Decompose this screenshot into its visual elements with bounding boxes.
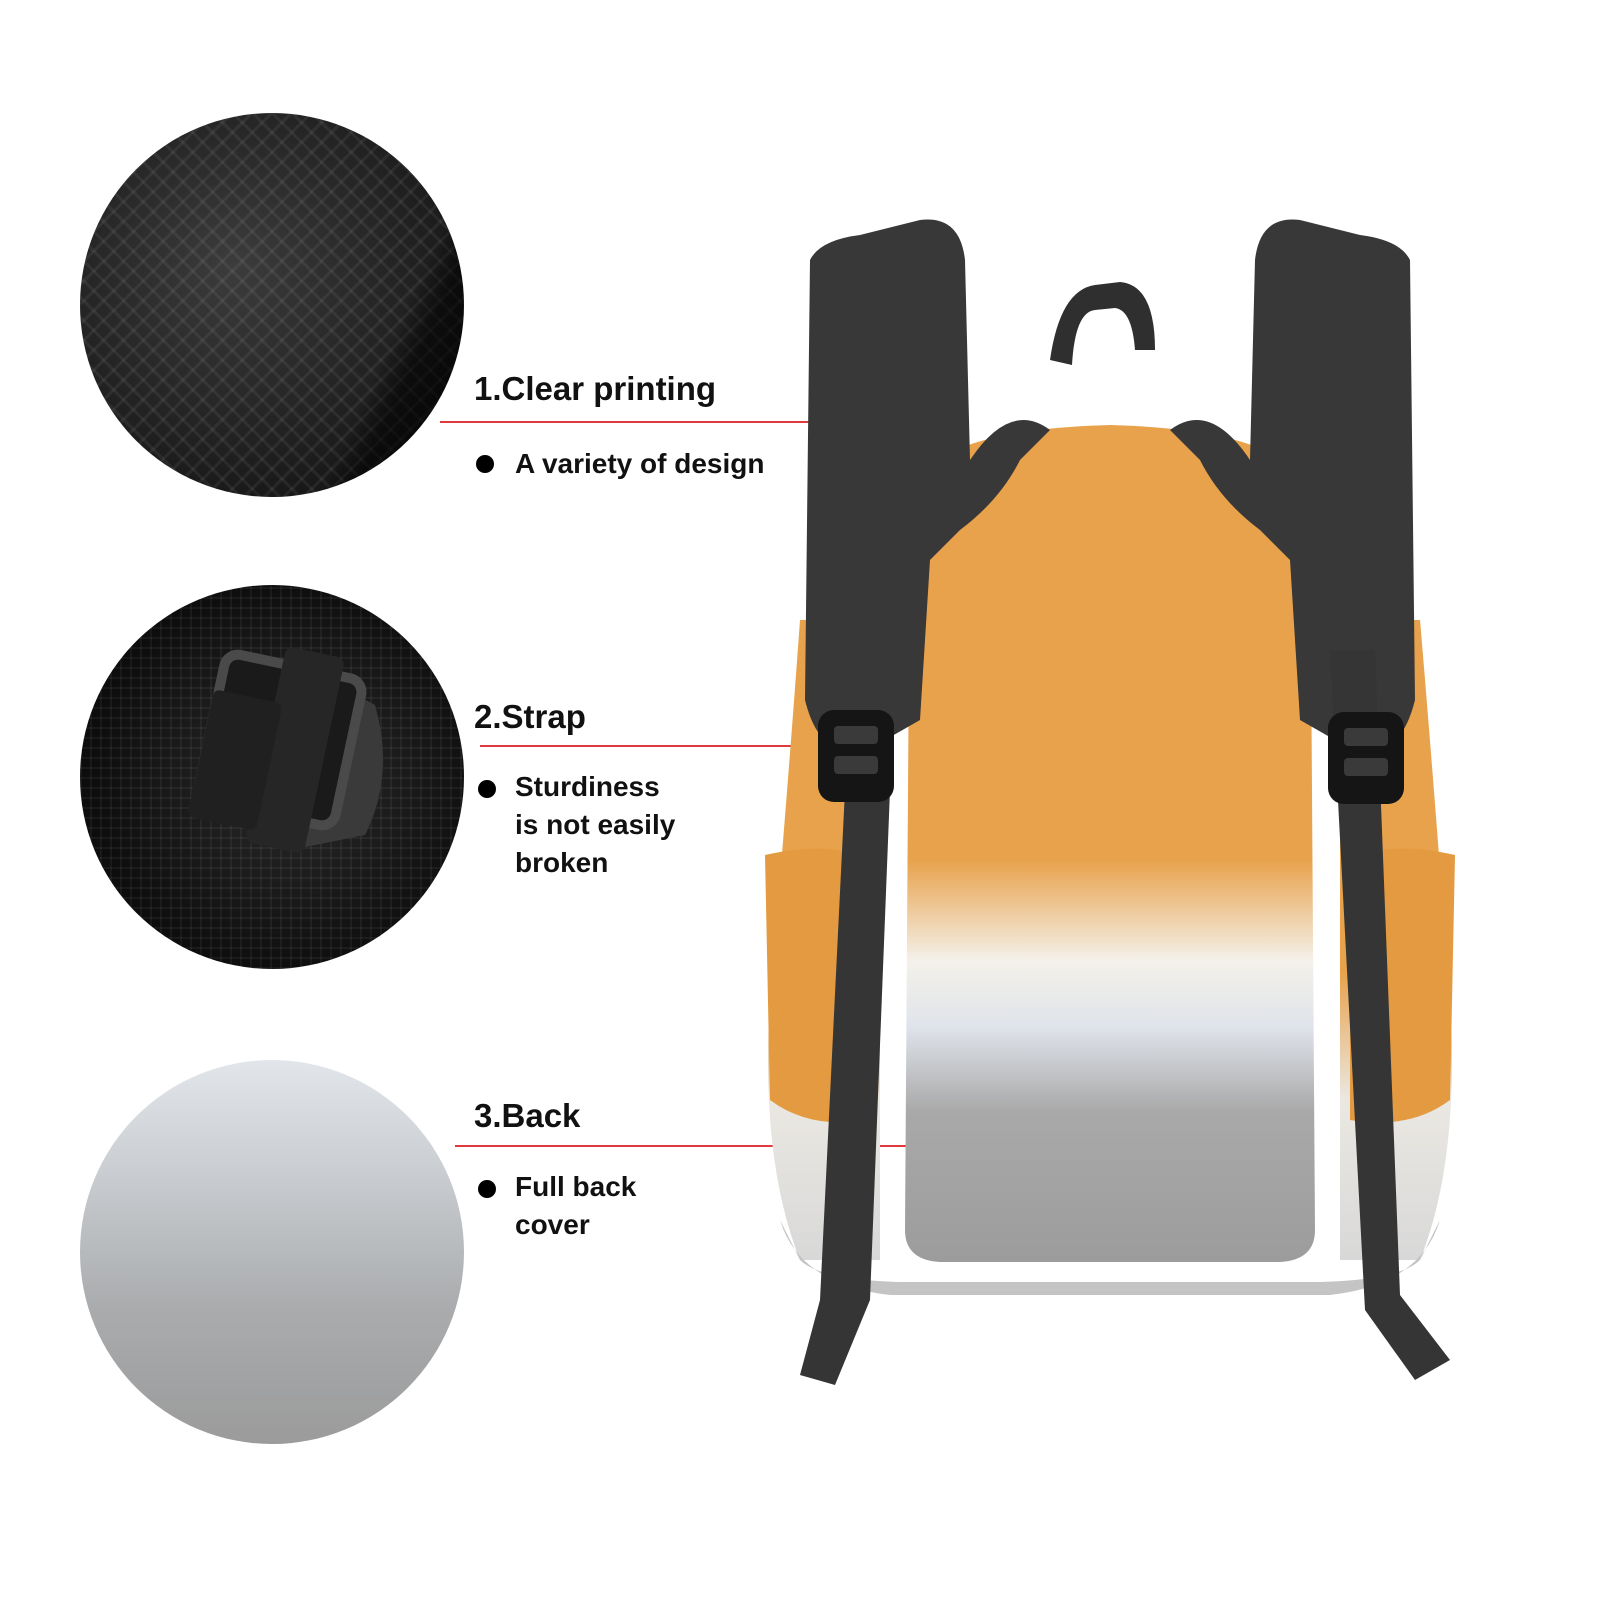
feature-title: 2.Strap (474, 698, 586, 735)
buckle-left-icon (818, 710, 894, 802)
feature-desc-line: broken (515, 847, 609, 878)
backpack-body (905, 425, 1315, 1262)
bullet-icon (478, 1180, 496, 1198)
webbing-strap-left (800, 790, 890, 1385)
mesh-fabric-closeup (80, 113, 464, 497)
feature-title: 1.Clear printing (474, 370, 717, 407)
leader-line (440, 421, 848, 423)
feature-desc-line: A variety of design (515, 448, 765, 479)
feature-title: 3.Back (474, 1097, 581, 1134)
shoulder-strap-left (805, 219, 1050, 745)
back-fabric-closeup (80, 1060, 464, 1444)
feature-desc-line: Sturdiness (515, 771, 660, 802)
feature-desc-line: is not easily (515, 809, 676, 840)
top-handle (1050, 282, 1155, 365)
buckle-detail-icon (188, 647, 383, 853)
webbing-strap-right (1330, 650, 1450, 1380)
shoulder-strap-right (1170, 219, 1415, 745)
bullet-icon (478, 780, 496, 798)
leader-line (480, 745, 806, 747)
bullet-icon (476, 455, 494, 473)
leader-line (455, 1145, 1003, 1147)
strap-buckle-closeup (80, 585, 464, 969)
buckle-right-icon (1328, 712, 1404, 804)
backpack-image (765, 219, 1455, 1385)
feature-desc-line: Full back (515, 1171, 637, 1202)
feature-desc-line: cover (515, 1209, 590, 1240)
